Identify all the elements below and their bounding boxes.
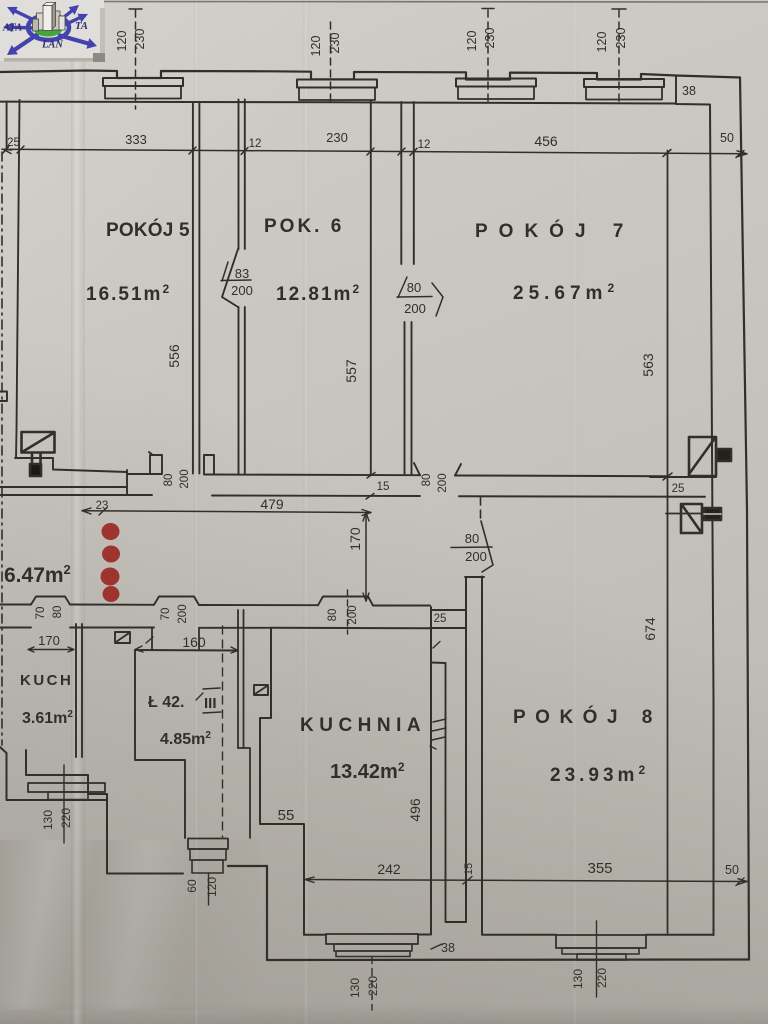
- svg-text:23: 23: [96, 500, 109, 512]
- svg-text:200: 200: [347, 605, 359, 624]
- svg-text:25: 25: [672, 483, 685, 495]
- svg-text:LAN: LAN: [41, 40, 63, 51]
- svg-text:456: 456: [534, 133, 558, 149]
- svg-text:242: 242: [377, 861, 401, 877]
- svg-text:83: 83: [235, 266, 249, 281]
- svg-text:200: 200: [179, 469, 191, 488]
- svg-text:15: 15: [377, 481, 390, 493]
- svg-text:80: 80: [421, 474, 433, 487]
- svg-text:12.81m2: 12.81m2: [276, 282, 361, 305]
- svg-text:496: 496: [407, 798, 423, 822]
- svg-text:50: 50: [725, 863, 739, 877]
- svg-text:230: 230: [326, 130, 348, 145]
- svg-text:556: 556: [166, 344, 182, 368]
- svg-text:12: 12: [418, 139, 431, 151]
- svg-text:200: 200: [465, 549, 487, 564]
- svg-text:80: 80: [327, 609, 339, 622]
- svg-text:55: 55: [278, 807, 295, 824]
- svg-text:POK. 6: POK. 6: [264, 216, 344, 237]
- svg-text:50: 50: [720, 131, 734, 145]
- svg-text:POKÓJ 5: POKÓJ 5: [106, 219, 190, 241]
- svg-text:Ł 42.: Ł 42.: [148, 694, 184, 711]
- svg-text:160: 160: [182, 634, 206, 650]
- svg-text:120: 120: [465, 31, 479, 52]
- svg-text:200: 200: [437, 473, 449, 492]
- svg-text:III: III: [204, 695, 217, 712]
- svg-text:200: 200: [231, 283, 253, 298]
- svg-text:557: 557: [343, 359, 359, 383]
- svg-text:220: 220: [59, 808, 73, 828]
- svg-text:220: 220: [366, 976, 380, 996]
- svg-text:16.51m2: 16.51m2: [86, 282, 171, 305]
- svg-text:POKÓJ 7: POKÓJ 7: [475, 220, 634, 242]
- svg-text:170: 170: [38, 633, 60, 648]
- svg-text:120: 120: [205, 877, 219, 897]
- svg-text:230: 230: [133, 29, 147, 50]
- svg-text:POKÓJ 8: POKÓJ 8: [513, 706, 662, 728]
- svg-text:80: 80: [163, 474, 175, 487]
- svg-text:355: 355: [587, 860, 612, 877]
- svg-text:4.85m2: 4.85m2: [160, 730, 211, 748]
- svg-text:3.61m2: 3.61m2: [22, 709, 73, 727]
- svg-text:230: 230: [483, 28, 497, 49]
- svg-text:70: 70: [35, 607, 47, 620]
- svg-text:120: 120: [595, 32, 609, 53]
- svg-text:12: 12: [249, 138, 262, 150]
- svg-text:38: 38: [441, 941, 455, 955]
- svg-text:220: 220: [595, 968, 609, 988]
- svg-text:130: 130: [348, 978, 362, 998]
- svg-text:6.47m2: 6.47m2: [4, 562, 71, 587]
- svg-text:170: 170: [347, 527, 363, 551]
- svg-text:80: 80: [52, 606, 64, 619]
- svg-text:70: 70: [160, 608, 172, 621]
- svg-text:230: 230: [328, 33, 342, 54]
- svg-text:KUCHNIA: KUCHNIA: [300, 715, 426, 736]
- svg-text:333: 333: [125, 132, 147, 147]
- svg-text:80: 80: [407, 280, 421, 295]
- svg-text:25: 25: [7, 137, 20, 149]
- svg-text:15: 15: [463, 863, 475, 875]
- svg-text:563: 563: [640, 353, 656, 377]
- svg-text:230: 230: [614, 28, 628, 49]
- svg-text:80: 80: [465, 531, 479, 546]
- svg-text:200: 200: [404, 301, 426, 316]
- svg-text:674: 674: [642, 617, 658, 641]
- svg-text:200: 200: [177, 604, 189, 623]
- svg-text:120: 120: [309, 36, 323, 57]
- svg-text:TA: TA: [75, 21, 88, 32]
- svg-text:38: 38: [682, 84, 696, 98]
- svg-text:ATA: ATA: [2, 23, 22, 34]
- svg-text:130: 130: [571, 969, 585, 989]
- svg-text:479: 479: [260, 496, 284, 512]
- svg-text:120: 120: [115, 31, 129, 52]
- svg-text:25.67m2: 25.67m2: [513, 281, 619, 304]
- svg-text:130: 130: [41, 810, 55, 830]
- svg-text:60: 60: [185, 879, 199, 893]
- svg-text:25: 25: [434, 613, 447, 625]
- svg-text:KUCH: KUCH: [20, 672, 73, 689]
- svg-text:23.93m2: 23.93m2: [550, 763, 649, 786]
- svg-text:13.42m2: 13.42m2: [330, 760, 405, 783]
